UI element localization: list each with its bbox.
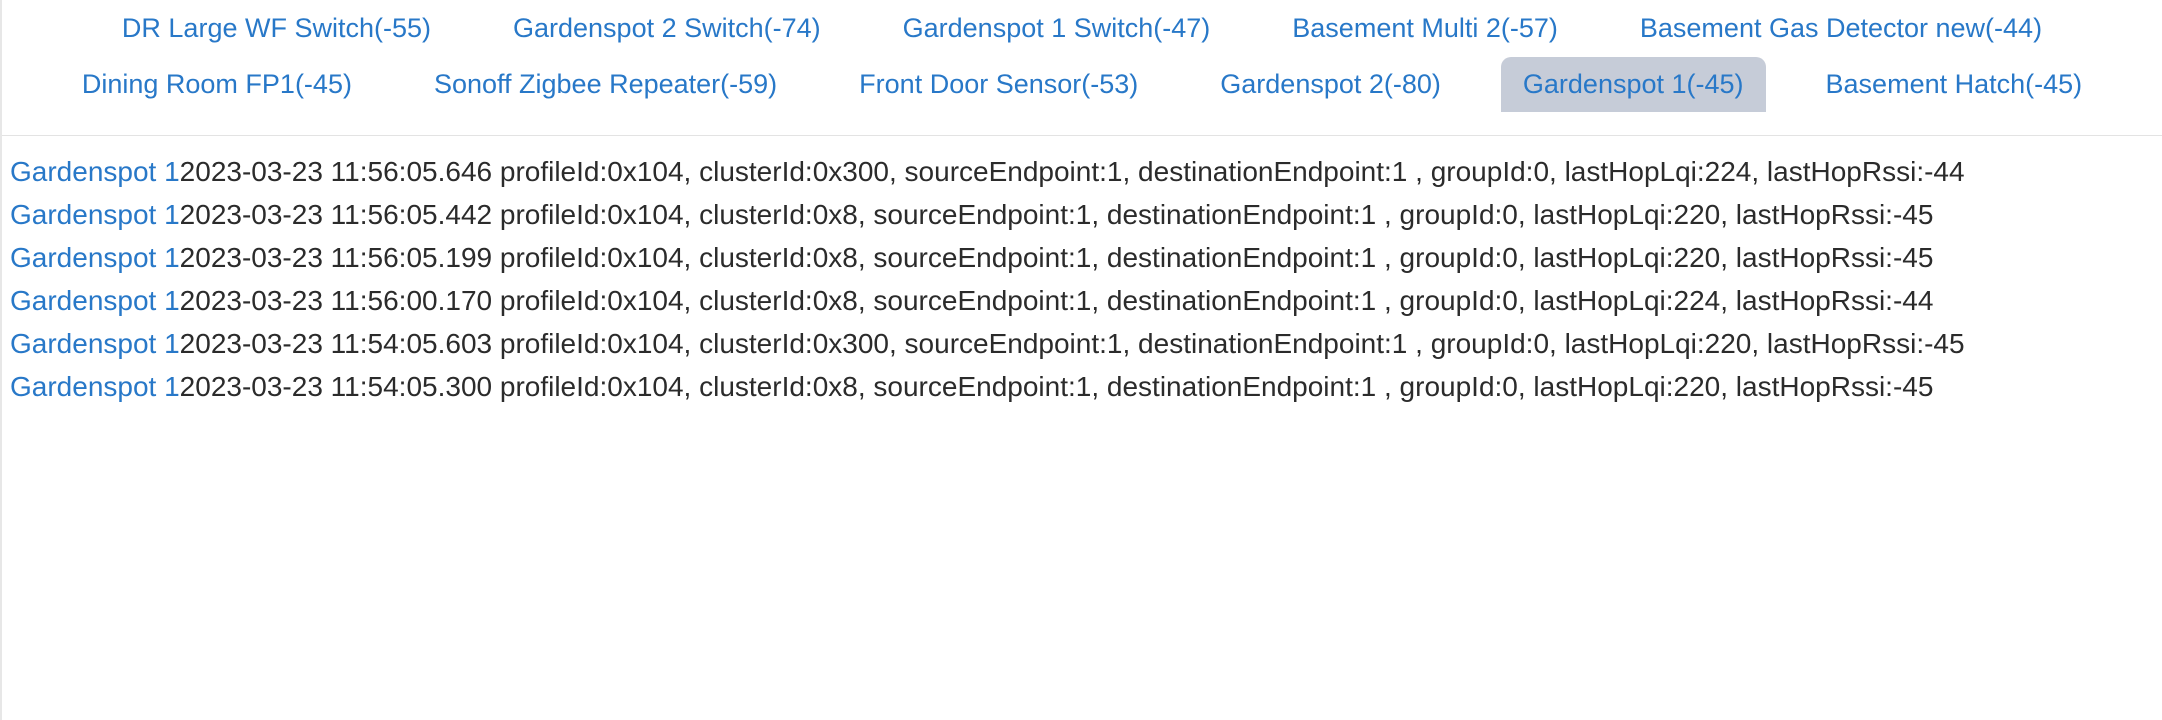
device-tab[interactable]: Gardenspot 1 Switch(-47) (902, 13, 1211, 43)
log-detail-text: 2023-03-23 11:56:00.170 profileId:0x104,… (179, 285, 1934, 316)
device-tab[interactable]: Gardenspot 2(-80) (1220, 69, 1441, 99)
log-device-link[interactable]: Gardenspot 1 (10, 199, 180, 230)
log-entry: Gardenspot 12023-03-23 11:54:05.603 prof… (10, 322, 2162, 365)
log-device-link[interactable]: Gardenspot 1 (10, 156, 180, 187)
tab-divider (2, 135, 2162, 136)
device-tab[interactable]: Basement Hatch(-45) (1825, 69, 2083, 99)
log-device-link[interactable]: Gardenspot 1 (10, 371, 180, 402)
log-entry: Gardenspot 12023-03-23 11:56:05.646 prof… (10, 150, 2162, 193)
device-tab[interactable]: DR Large WF Switch(-55) (121, 13, 431, 43)
log-device-link[interactable]: Gardenspot 1 (10, 242, 180, 273)
device-tab[interactable]: Dining Room FP1(-45) (81, 69, 352, 99)
device-tab[interactable]: Sonoff Zigbee Repeater(-59) (433, 69, 778, 99)
log-detail-text: 2023-03-23 11:56:05.646 profileId:0x104,… (179, 156, 1965, 187)
log-detail-text: 2023-03-23 11:56:05.199 profileId:0x104,… (179, 242, 1934, 273)
log-detail-text: 2023-03-23 11:56:05.442 profileId:0x104,… (179, 199, 1934, 230)
device-tab-strip: DR Large WF Switch(-55) Gardenspot 2 Swi… (2, 0, 2162, 136)
log-detail-text: 2023-03-23 11:54:05.300 profileId:0x104,… (179, 371, 1934, 402)
log-entry: Gardenspot 12023-03-23 11:56:05.442 prof… (10, 193, 2162, 236)
log-message-list: Gardenspot 12023-03-23 11:56:05.646 prof… (2, 136, 2162, 408)
log-detail-text: 2023-03-23 11:54:05.603 profileId:0x104,… (179, 328, 1965, 359)
device-tab[interactable]: Gardenspot 2 Switch(-74) (513, 13, 821, 43)
log-entry: Gardenspot 12023-03-23 11:56:00.170 prof… (10, 279, 2162, 322)
log-device-link[interactable]: Gardenspot 1 (10, 285, 180, 316)
device-tab[interactable]: Basement Gas Detector new(-44) (1639, 13, 2043, 43)
device-tab[interactable]: Front Door Sensor(-53) (859, 69, 1139, 99)
log-entry: Gardenspot 12023-03-23 11:56:05.199 prof… (10, 236, 2162, 279)
log-device-link[interactable]: Gardenspot 1 (10, 328, 180, 359)
device-tab[interactable]: Basement Multi 2(-57) (1292, 13, 1558, 43)
log-entry: Gardenspot 12023-03-23 11:54:05.300 prof… (10, 365, 2162, 408)
device-tab-row-2: Dining Room FP1(-45) Sonoff Zigbee Repea… (2, 56, 2162, 112)
device-tab-row-1: DR Large WF Switch(-55) Gardenspot 2 Swi… (2, 0, 2162, 56)
device-tab-active[interactable]: Gardenspot 1(-45) (1500, 57, 1766, 112)
